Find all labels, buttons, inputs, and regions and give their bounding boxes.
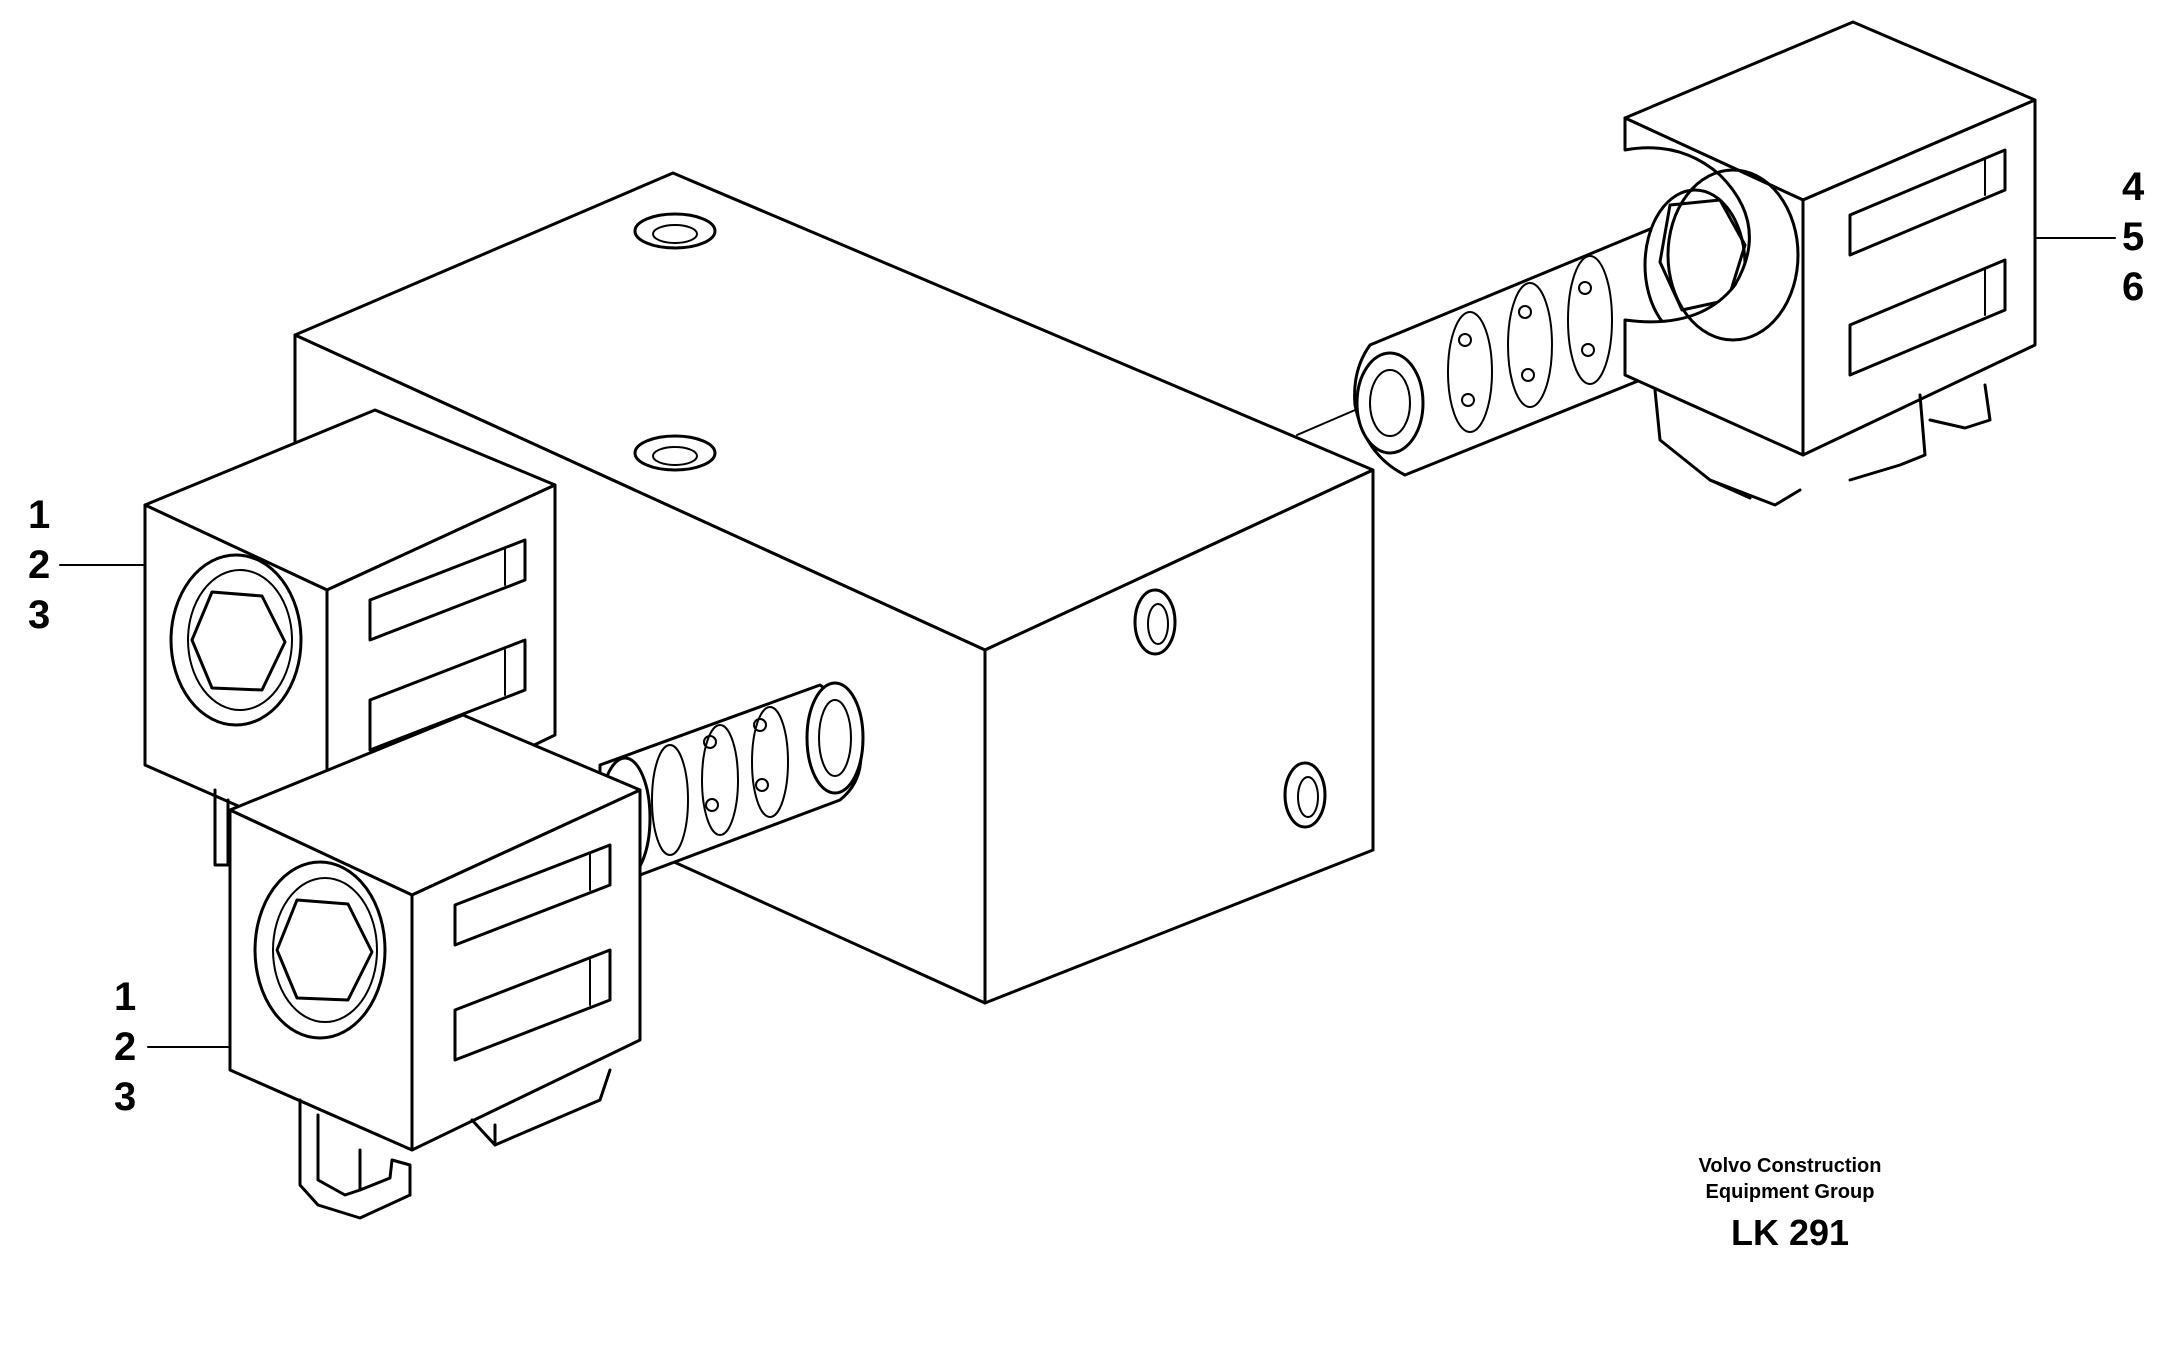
top-port-2	[633, 434, 717, 472]
callout-group-left-upper: 1 2 3	[28, 493, 50, 637]
solenoid-coil-left-lower	[228, 713, 642, 1220]
connector-plug-left	[298, 1068, 612, 1220]
side-port-2	[1283, 761, 1327, 829]
side-port-1	[1133, 588, 1177, 656]
credit-line-1: Volvo Construction	[1699, 1155, 1882, 1177]
callout-group-left-lower: 1 2 3	[114, 975, 136, 1119]
callout-number: 1	[28, 493, 50, 537]
connector-plug-right	[1653, 383, 1992, 507]
callout-number: 5	[2122, 215, 2144, 259]
solenoid-coil-right	[1623, 20, 2037, 507]
callout-number: 3	[114, 1075, 136, 1119]
callout-number: 6	[2122, 265, 2144, 309]
credit-line-2: Equipment Group	[1706, 1181, 1875, 1203]
callout-number: 3	[28, 593, 50, 637]
drawing-code: LK 291	[1731, 1212, 1849, 1253]
solenoid-coil-left-upper	[143, 408, 557, 867]
callout-number: 2	[114, 1025, 136, 1069]
callout-group-right: 4 5 6	[2122, 165, 2145, 309]
top-port-1	[633, 212, 717, 250]
callout-number: 1	[114, 975, 136, 1019]
credit-block: Volvo Construction Equipment Group LK 29…	[1699, 1155, 1882, 1253]
callout-number: 4	[2122, 165, 2145, 209]
callout-number: 2	[28, 543, 50, 587]
